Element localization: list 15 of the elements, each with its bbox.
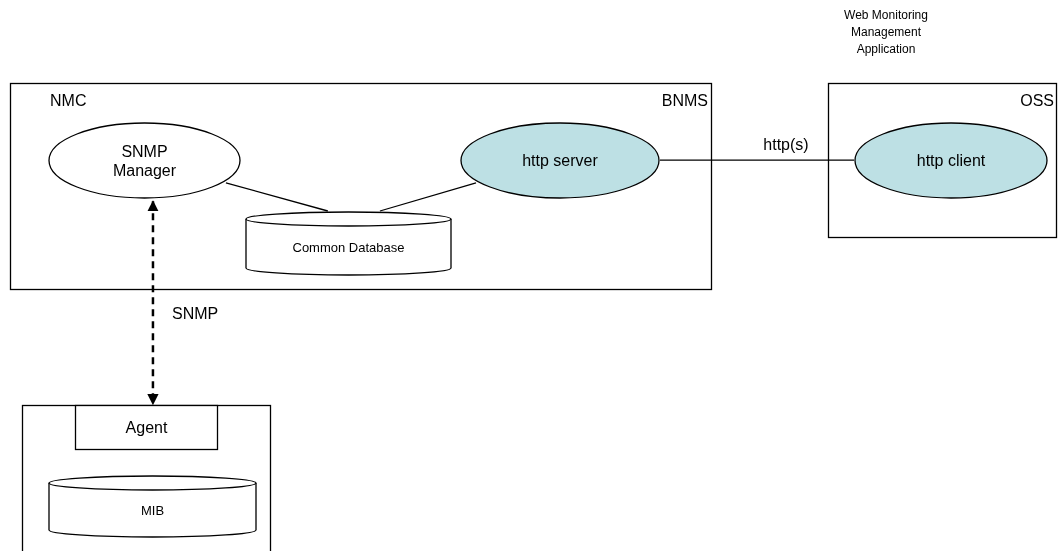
node-label: http client [915,150,987,171]
node-label: MIB [139,502,166,519]
frame-label: OSS [1020,91,1054,111]
node-label: SNMP Manager [111,141,178,180]
node-label: Web Monitoring Management Application [843,7,929,58]
connector-line [379,182,477,212]
frame-label: BNMS [661,91,708,111]
node-label: Common Database [291,239,406,256]
arrow [147,200,159,406]
frame-label: NMC [50,91,87,111]
node-label: Agent [124,417,169,438]
node-label: http server [521,150,599,171]
connector-line [225,182,329,212]
edge-label: http(s) [761,136,811,154]
connector-line [659,159,855,161]
